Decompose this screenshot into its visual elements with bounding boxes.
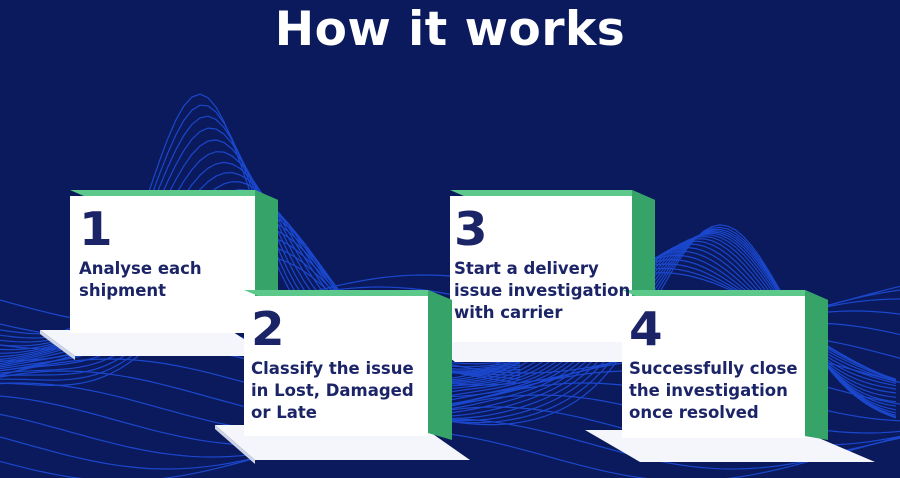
card-side-4 <box>805 290 828 440</box>
card-face-4 <box>622 296 805 438</box>
step-text-3: Start a delivery issue investigation wit… <box>454 259 631 322</box>
step-number-2: 2 <box>251 302 285 356</box>
step-number-3: 3 <box>454 202 488 256</box>
card-side-2 <box>428 290 452 440</box>
step-3: 3 Start a delivery issue investigation w… <box>454 206 630 324</box>
card-face-2 <box>244 296 428 436</box>
step-number-1: 1 <box>79 202 113 256</box>
step-text-4: Successfully close the investigation onc… <box>629 359 798 422</box>
page-title: How it works <box>274 2 626 57</box>
step-card-1 <box>40 190 278 360</box>
step-card-3 <box>420 190 660 362</box>
card-face-1 <box>70 196 255 333</box>
step-card-2 <box>215 290 470 464</box>
step-number-4: 4 <box>629 302 663 356</box>
step-2: 2 Classify the issue in Lost, Damaged or… <box>251 306 414 424</box>
card-face-3 <box>450 196 632 342</box>
step-text-2: Classify the issue in Lost, Damaged or L… <box>251 359 414 422</box>
step-card-4 <box>585 290 875 462</box>
step-1: 1 Analyse each shipment <box>79 206 202 302</box>
platform-1 <box>40 330 270 356</box>
step-text-1: Analyse each shipment <box>79 259 202 300</box>
step-4: 4 Successfully close the investigation o… <box>629 306 798 424</box>
